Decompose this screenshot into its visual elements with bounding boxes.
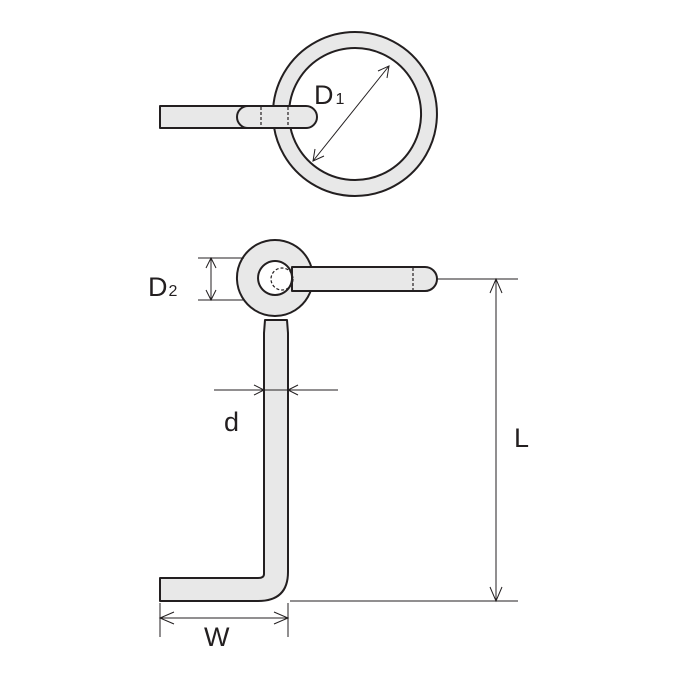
side-view-hidden-rod-end [270,267,294,291]
d2-arrowhead-lower [205,289,217,302]
d2-letter: D [148,272,168,302]
d2-subscript: 2 [169,283,178,300]
top-view-ring [271,31,438,197]
d2-arrowhead-upper [205,256,217,269]
w-label: W [204,622,230,652]
side-view-eye-ring [235,239,314,317]
d-arrowhead-left [253,384,266,396]
d1-subscript: 1 [336,91,345,108]
d1-arrowhead-upper [377,65,390,79]
d1-dimension-line [312,65,390,162]
l-arrowhead-lower [489,586,503,603]
d2-label: D2 [148,272,178,302]
d-label: d [224,407,239,437]
l-arrowhead-upper [489,277,503,294]
w-arrowhead-right [273,611,290,625]
side-view: D2 d L W [148,239,529,652]
d1-letter: D [314,80,334,110]
top-view-hidden-lines [260,107,289,127]
w-arrowhead-left [158,611,175,625]
l-label: L [514,423,529,453]
d-arrowhead-right [286,384,299,396]
d1-arrowhead-lower [312,148,325,162]
top-view-eye [236,105,318,129]
side-view-leg [159,319,289,602]
side-view-top-rod [291,266,438,292]
